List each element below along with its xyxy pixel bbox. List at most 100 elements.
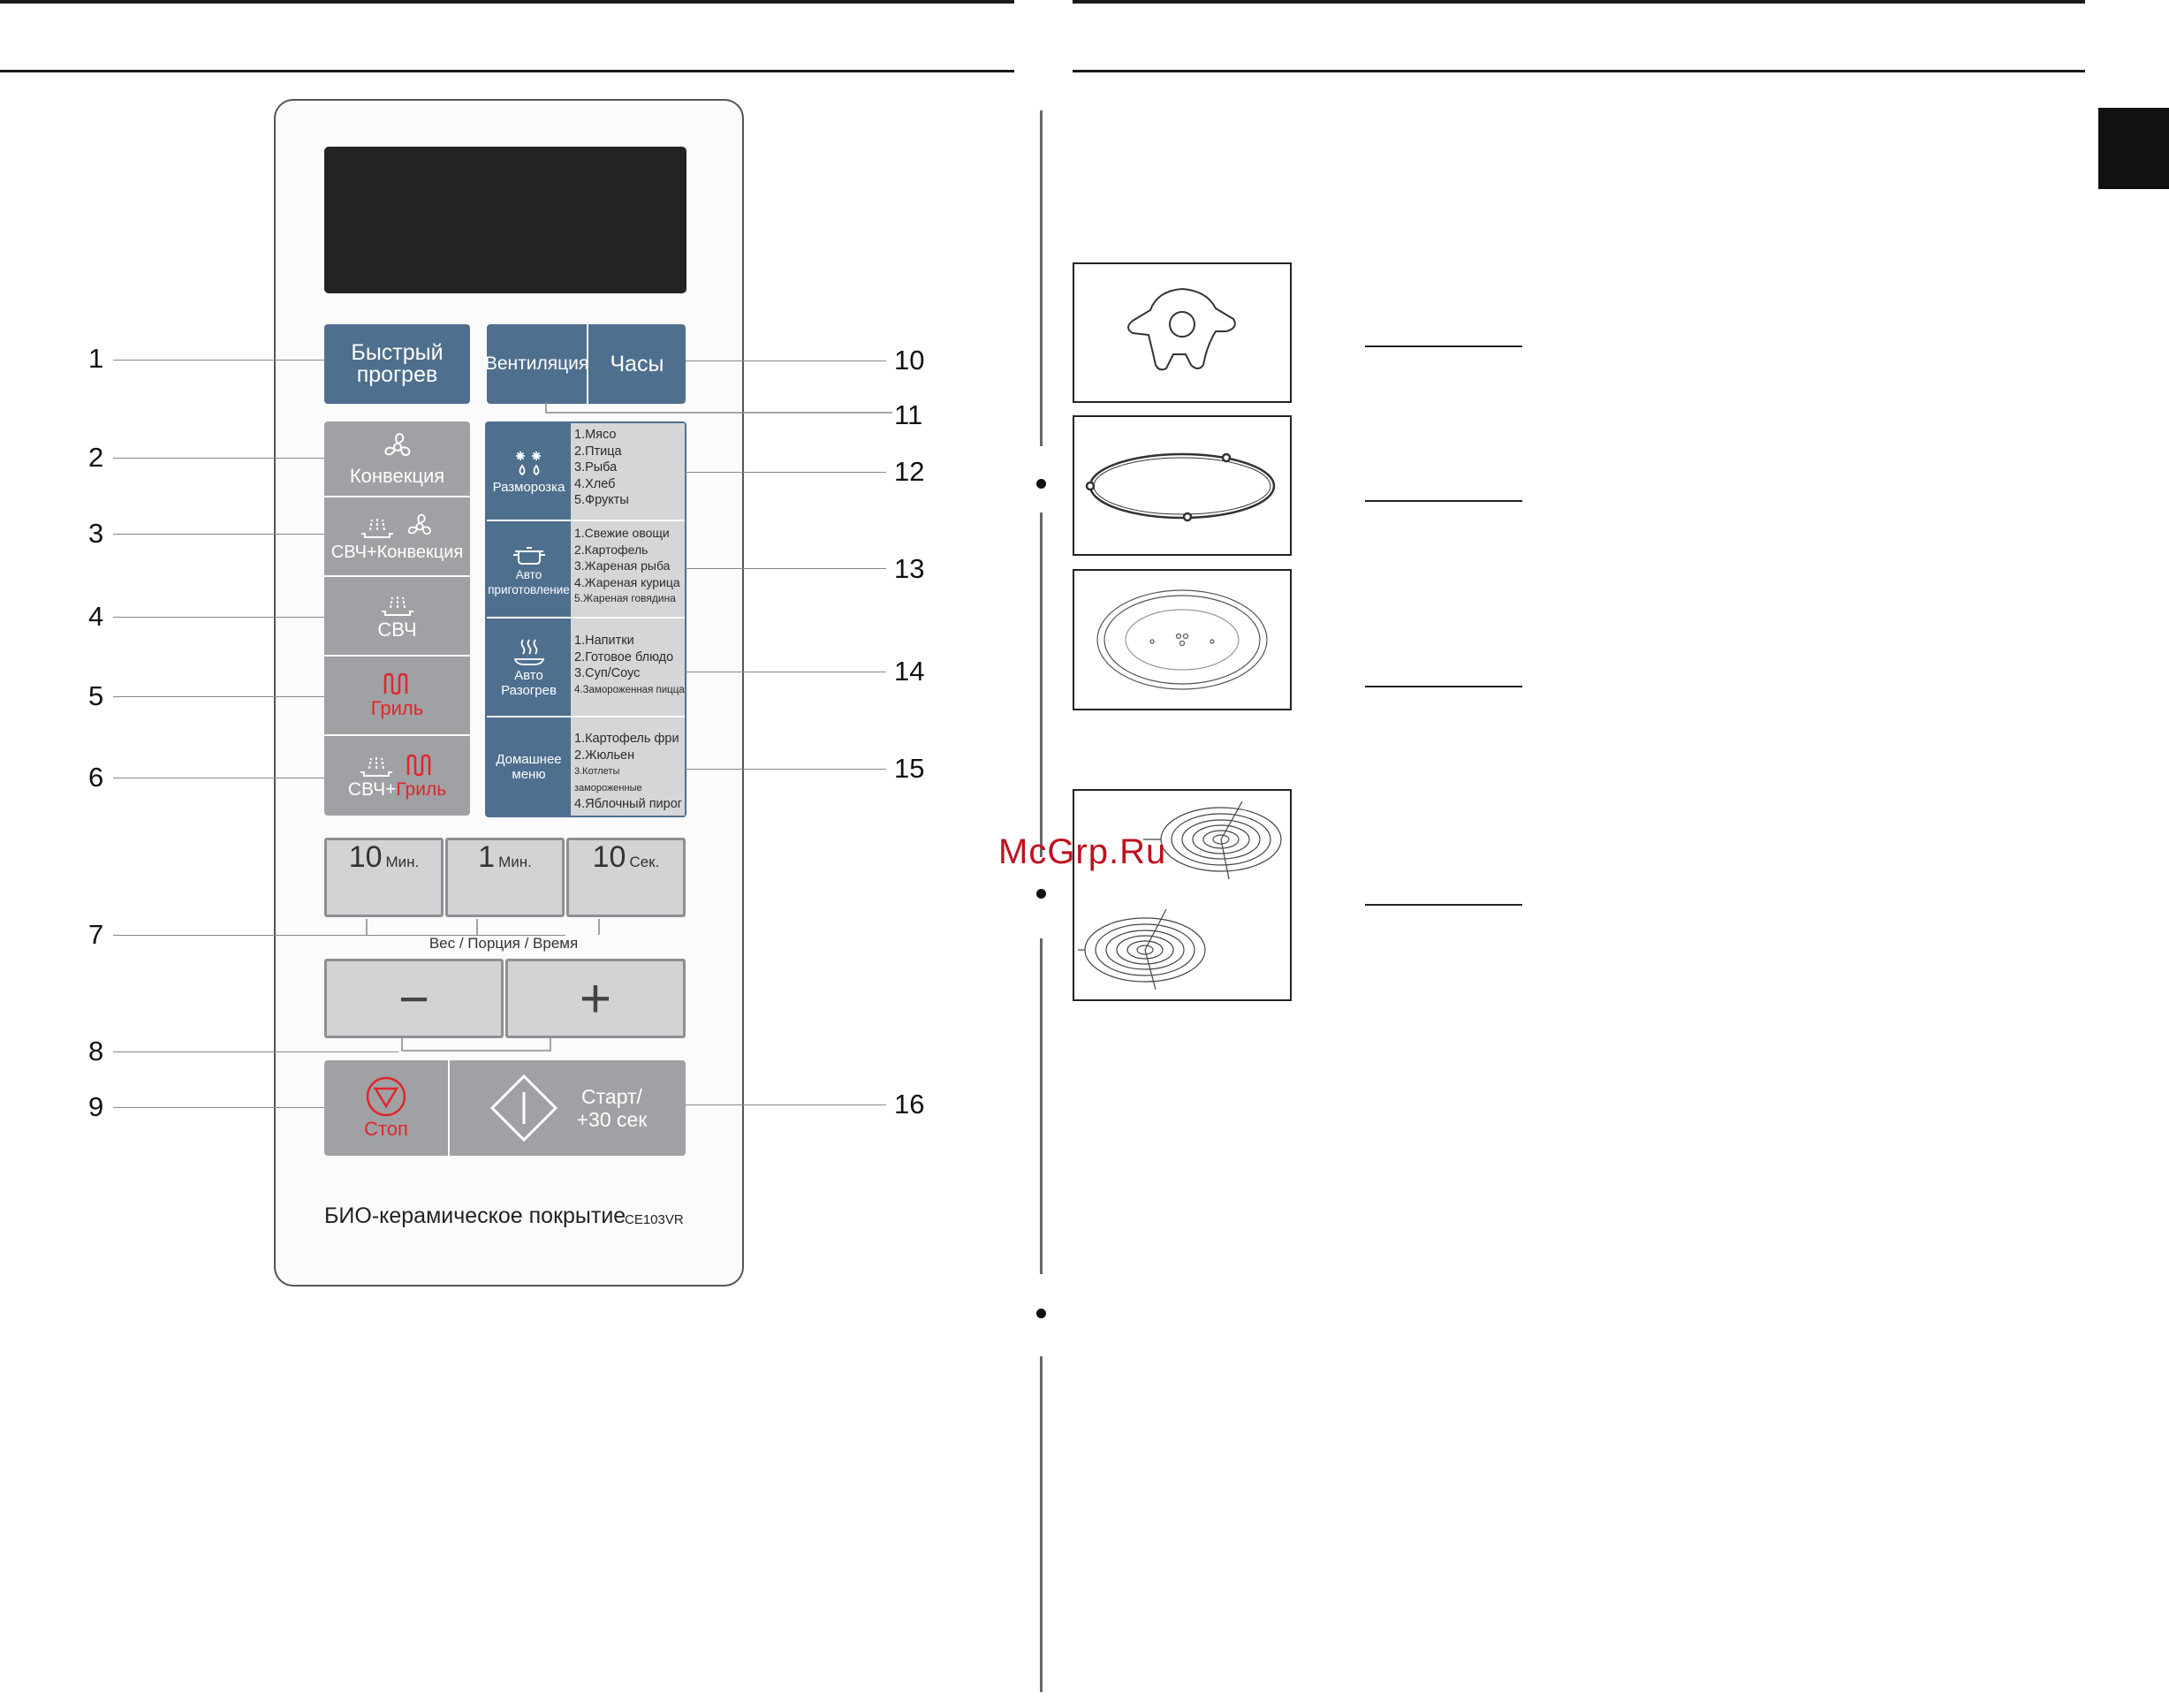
- grill-button[interactable]: Гриль: [324, 657, 470, 734]
- list-item: 3.Рыба: [574, 460, 618, 474]
- top-rule-right: [1073, 0, 2085, 4]
- callout-7: 7: [88, 919, 104, 950]
- list-item: 4.Замороженная пицца: [574, 684, 685, 695]
- mw-convection-button[interactable]: СВЧ+Конвекция: [324, 497, 470, 575]
- auto-cook-list: 1.Свежие овощи 2.Картофель 3.Жареная рыб…: [571, 521, 685, 617]
- ventilation-button[interactable]: Вентиляция: [484, 324, 589, 404]
- ventilation-label: Вентиляция: [484, 353, 589, 374]
- fan-icon: [407, 513, 431, 535]
- quick-heat-label-1: Быстрый: [351, 340, 444, 365]
- list-item: 5.Жареная говядина: [574, 592, 676, 604]
- auto-cook-label-1: Авто: [515, 568, 542, 581]
- vertical-rule: [1040, 110, 1043, 446]
- top-rule-left: [0, 0, 1014, 4]
- mw-grill-label-suffix: Гриль: [396, 779, 447, 800]
- time-unit: Мин.: [498, 854, 532, 870]
- callout-1: 1: [88, 343, 104, 374]
- ten-minutes-button[interactable]: 10 Мин.: [324, 838, 444, 917]
- convection-button[interactable]: Конвекция: [324, 421, 470, 496]
- microwave-button[interactable]: СВЧ: [324, 577, 470, 655]
- one-minute-button[interactable]: 1 Мин.: [445, 838, 565, 917]
- bullet-dot: [1036, 479, 1046, 489]
- stop-triangle-icon: [366, 1076, 406, 1117]
- mw-grill-button[interactable]: СВЧ+Гриль: [324, 736, 470, 816]
- leader-line: [545, 402, 892, 414]
- grill-label: Гриль: [370, 697, 424, 719]
- callout-11: 11: [894, 399, 923, 430]
- label-line: [1365, 345, 1522, 347]
- grill-coil-icon: [406, 754, 430, 777]
- start-label-2: +30 сек: [576, 1108, 648, 1131]
- time-number: 10: [592, 840, 626, 874]
- callout-13: 13: [894, 553, 925, 584]
- home-menu-button[interactable]: Домашнее меню: [487, 717, 571, 816]
- auto-menu-frame: [485, 421, 686, 817]
- list-item: 1.Напитки: [574, 634, 634, 648]
- callout-2: 2: [88, 442, 104, 473]
- stop-button[interactable]: Стоп: [324, 1060, 448, 1156]
- time-unit: Сек.: [629, 854, 660, 870]
- auto-reheat-label-2: Разогрев: [501, 683, 557, 698]
- ten-seconds-button[interactable]: 10 Сек.: [566, 838, 686, 917]
- quick-heat-button[interactable]: Быстрый прогрев: [324, 324, 470, 404]
- leader-line: [113, 534, 324, 535]
- list-item: 5.Фрукты: [574, 493, 629, 507]
- label-line: [1365, 686, 1522, 687]
- time-caption: Вес / Порция / Время: [428, 935, 579, 952]
- auto-cook-button[interactable]: Авто приготовление: [487, 521, 571, 617]
- plus-minus-bracket: [401, 1038, 551, 1051]
- grill-rack-icon: [1078, 801, 1282, 991]
- leader-line: [113, 935, 565, 936]
- callout-12: 12: [894, 456, 925, 487]
- roller-ring-icon: [1085, 452, 1276, 522]
- time-unit: Мин.: [385, 854, 420, 870]
- label-line: [1365, 500, 1522, 502]
- vertical-rule: [1040, 938, 1043, 1274]
- grill-coil-icon: [383, 672, 407, 695]
- callout-16: 16: [894, 1089, 925, 1120]
- leader-line: [686, 568, 886, 569]
- microwave-waves-icon: [381, 596, 413, 616]
- model-text: CE103VR: [625, 1212, 684, 1227]
- leader-line: [113, 458, 324, 459]
- list-item: 2.Готовое блюдо: [574, 649, 674, 664]
- start-diamond-icon: [489, 1074, 557, 1142]
- defrost-button[interactable]: Разморозка: [487, 423, 571, 520]
- time-number: 10: [348, 840, 383, 874]
- bullet-dot: [1036, 1309, 1046, 1318]
- grill-rack-image-box: [1073, 789, 1292, 1001]
- list-item: 2.Жюльен: [574, 748, 635, 763]
- quick-heat-label-2: прогрев: [356, 362, 438, 387]
- turntable-plate-icon: [1096, 589, 1268, 690]
- vertical-rule: [1040, 1356, 1043, 1692]
- home-menu-list: 1.Картофель фри 2.Жюльен 3.Котлеты замор…: [571, 717, 685, 816]
- plus-button[interactable]: +: [505, 959, 686, 1038]
- pot-icon: [512, 547, 545, 565]
- mw-convection-label: СВЧ+Конвекция: [330, 542, 464, 562]
- page-tab: [2098, 108, 2169, 189]
- plus-label: +: [579, 968, 612, 1029]
- leader-line: [113, 1051, 398, 1052]
- home-menu-label-2: меню: [512, 766, 546, 782]
- auto-reheat-button[interactable]: Авто Разогрев: [487, 619, 571, 716]
- callout-14: 14: [894, 656, 925, 687]
- label-line: [1365, 904, 1522, 906]
- stop-label: Стоп: [364, 1118, 408, 1140]
- coating-text: БИО-керамическое покрытие: [324, 1203, 626, 1228]
- microwave-waves-icon: [360, 517, 393, 538]
- minus-button[interactable]: −: [324, 959, 504, 1038]
- callout-10: 10: [894, 345, 925, 376]
- convection-label: Конвекция: [349, 465, 445, 487]
- snowflake-drops-icon: [515, 452, 541, 476]
- home-menu-label-1: Домашнее: [496, 751, 562, 767]
- roller-coupler-icon: [1127, 287, 1236, 371]
- leader-line: [686, 769, 886, 770]
- header-rule-left: [0, 70, 1014, 72]
- list-item: 2.Картофель: [574, 542, 648, 557]
- clock-button[interactable]: Часы: [588, 324, 686, 404]
- list-item: 1.Картофель фри: [574, 732, 679, 746]
- list-item: 3.Жареная рыба: [574, 558, 671, 573]
- list-item: 4.Хлеб: [574, 476, 616, 491]
- time-number: 1: [478, 840, 496, 874]
- start-button[interactable]: Старт/ +30 сек: [450, 1060, 686, 1156]
